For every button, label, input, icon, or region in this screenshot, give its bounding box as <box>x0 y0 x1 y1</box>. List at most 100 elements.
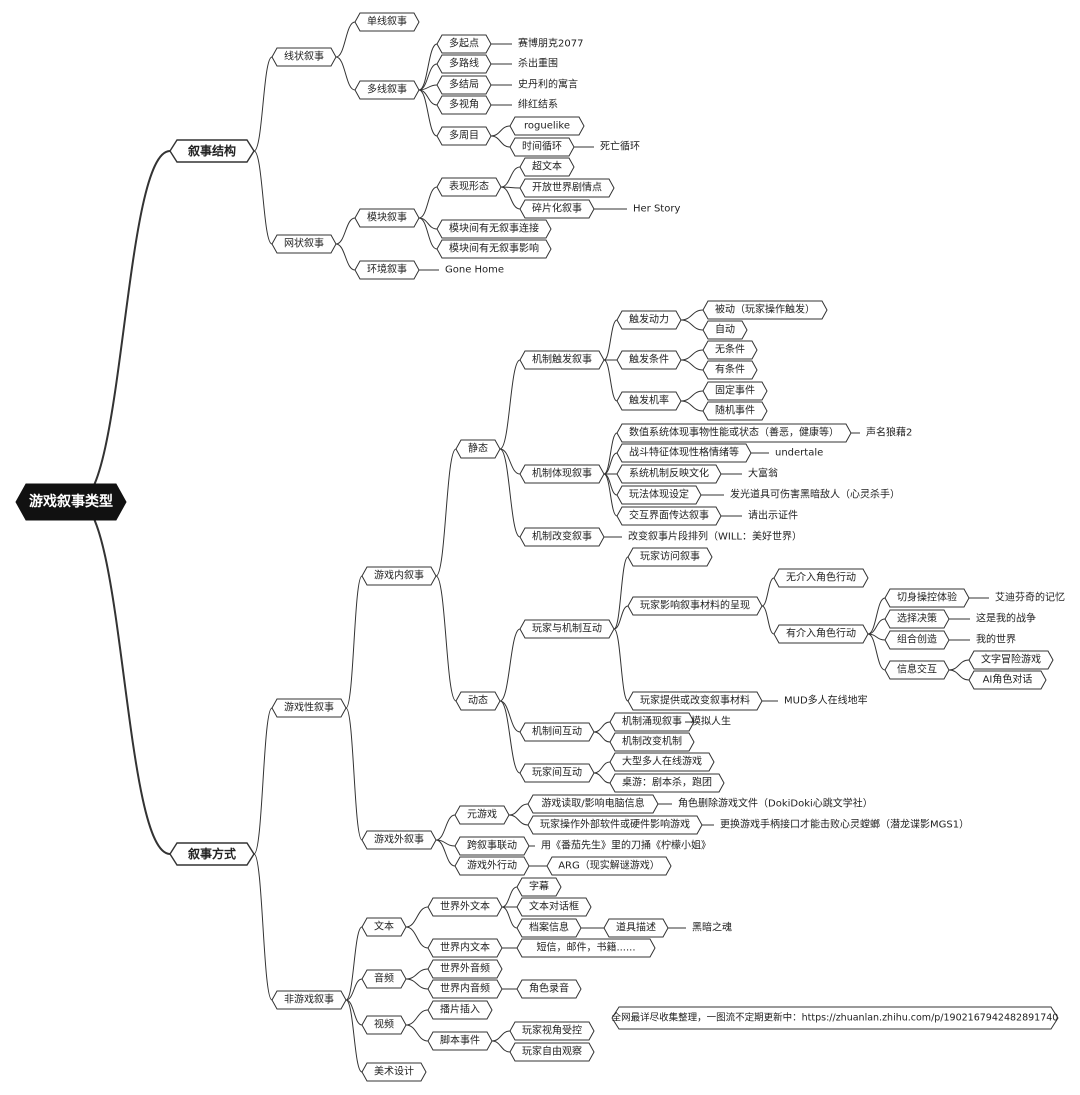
node-label: 自动 <box>715 323 735 336</box>
node-1-0-0-0-1-1: 战斗特征体现性格情绪等 <box>616 443 752 463</box>
node-label: 世界外音频 <box>440 962 490 975</box>
node-box <box>271 990 347 1010</box>
node-box <box>773 568 869 588</box>
node-1-0-1: 游戏外叙事 <box>361 830 437 850</box>
connector-line <box>418 217 438 250</box>
node-1-0-1-1: 跨叙事联动 <box>454 836 530 856</box>
note-1-0-0-1-0-2: MUD多人在线地牢 <box>762 694 868 707</box>
note-1-0-0-0-1-4: 请出示证件 <box>721 509 798 522</box>
node-label: 道具描述 <box>616 921 656 934</box>
connector-line <box>491 1040 511 1053</box>
node-1-0-0-0-0: 机制触发叙事 <box>519 350 605 370</box>
note-0-0-1-2: 史丹利的寓言 <box>491 78 578 91</box>
node-0: 叙事结构 <box>169 139 255 163</box>
node-1-1-0-0-0: 字幕 <box>516 877 562 897</box>
connector-line <box>405 1024 429 1042</box>
node-box <box>627 596 763 616</box>
node-label: 大型多人在线游戏 <box>622 755 702 768</box>
connector-line <box>345 926 363 1001</box>
node-box <box>702 300 828 320</box>
node-label: 超文本 <box>532 160 562 173</box>
note-1-0-0-1-0-1-1-2: 我的世界 <box>949 633 1016 646</box>
note-text: undertale <box>775 448 823 459</box>
node-label: AI角色对话 <box>983 673 1033 686</box>
node-box <box>519 619 615 639</box>
node-1-0-0-1-0-0: 玩家访问叙事 <box>627 547 713 567</box>
node-label: 静态 <box>468 442 488 455</box>
node-1-1-1-1: 世界内音频 <box>427 979 503 999</box>
node-label: 被动（玩家操作触发） <box>715 303 815 316</box>
node-box <box>968 670 1047 690</box>
connector-line <box>593 721 611 733</box>
node-box <box>616 310 682 330</box>
node-box <box>361 1062 427 1082</box>
node-1-0-0-0-0-0: 触发动力 <box>616 310 682 330</box>
node-label: 模块间有无叙事连接 <box>449 222 539 235</box>
note-text: 赛博朋克2077 <box>518 37 583 50</box>
node-1-1-0-1: 世界内文本 <box>427 938 503 958</box>
node-label: 机制间互动 <box>532 725 582 738</box>
node-box <box>169 139 255 163</box>
node-label: 美术设计 <box>374 1065 414 1078</box>
note-text: 角色删除游戏文件（DokiDoki心跳文学社） <box>678 797 873 810</box>
node-1-0: 游戏性叙事 <box>271 698 347 718</box>
node-1-0-0-1-0-1-1-3: 信息交互 <box>884 660 950 680</box>
node-0-1-0-0-1: 开放世界剧情点 <box>519 178 615 198</box>
node-0-0-1-1: 多路线 <box>436 54 492 74</box>
node-label: roguelike <box>524 121 570 132</box>
note-0-0-1-1: 杀出重围 <box>491 57 558 70</box>
root-box <box>15 483 127 521</box>
node-label: 多结局 <box>449 78 479 91</box>
connector-line <box>345 999 363 1073</box>
node-box <box>609 752 715 772</box>
footer-text: 全网最详尽收集整理，一图流不定期更新中：https://zhuanlan.zhi… <box>612 1012 1059 1024</box>
connector-line <box>603 359 618 402</box>
node-label: 信息交互 <box>897 663 937 676</box>
node-box <box>702 320 748 340</box>
node-box <box>516 897 592 917</box>
node-box <box>702 360 758 380</box>
node-1-0-0-0-0-2-0: 固定事件 <box>702 381 768 401</box>
node-1-0-0-1-0-1-1-3-0: 文字冒险游戏 <box>968 650 1054 670</box>
connector-line <box>435 448 457 577</box>
node-0-0-1: 多线叙事 <box>354 80 420 100</box>
node-1-0-0-0-0-0-0: 被动（玩家操作触发） <box>702 300 828 320</box>
connector-line <box>680 319 704 331</box>
connector-line <box>490 135 511 148</box>
note-0-0-1-4-1: 死亡循环 <box>574 140 640 153</box>
note-1-0-0-0-1-2: 大富翁 <box>721 467 778 480</box>
connector-line <box>435 814 456 841</box>
connector-line <box>508 814 529 826</box>
node-box <box>627 547 713 567</box>
connector-line <box>867 597 886 635</box>
node-0-0-1-3: 多视角 <box>436 95 492 115</box>
node-box <box>436 126 492 146</box>
node-box <box>436 177 502 197</box>
node-box <box>519 350 605 370</box>
connector-line <box>761 605 775 635</box>
node-label: 角色录音 <box>529 982 569 995</box>
connector-line <box>613 556 629 630</box>
node-box <box>519 157 575 177</box>
node-0-1-0: 模块叙事 <box>354 208 420 228</box>
node-box <box>455 691 501 711</box>
node-1-0-0-1-0-1-1: 有介入角色行动 <box>773 624 869 644</box>
node-0-1-0-1: 模块间有无叙事连接 <box>436 219 552 239</box>
note-1-0-0-0-2: 改变叙事片段排列（WILL：美好世界） <box>604 530 802 543</box>
node-label: 文字冒险游戏 <box>981 653 1041 666</box>
node-1-0-0-0-1-2: 系统机制反映文化 <box>616 464 722 484</box>
node-1-1-1: 音频 <box>361 969 407 989</box>
connector-line <box>508 803 529 816</box>
node-1-0-1-0: 元游戏 <box>454 805 510 825</box>
node-1-1-2-1-0: 玩家视角受控 <box>509 1021 595 1041</box>
node-label: 玩家操作外部软件或硬件影响游戏 <box>540 818 690 831</box>
note-text: 用《番茄先生》里的刀捅《柠檬小姐》 <box>541 839 711 852</box>
node-label: 交互界面传达叙事 <box>629 509 709 522</box>
node-0-0-1-0: 多起点 <box>436 34 492 54</box>
node-box <box>427 1031 493 1051</box>
node-0-1: 网状叙事 <box>271 234 337 254</box>
node-label: 开放世界剧情点 <box>532 181 602 194</box>
node-0-1-0-0-2: 碎片化叙事 <box>519 199 595 219</box>
node-1-0-1-0-0: 游戏读取/影响电脑信息 <box>527 794 659 814</box>
